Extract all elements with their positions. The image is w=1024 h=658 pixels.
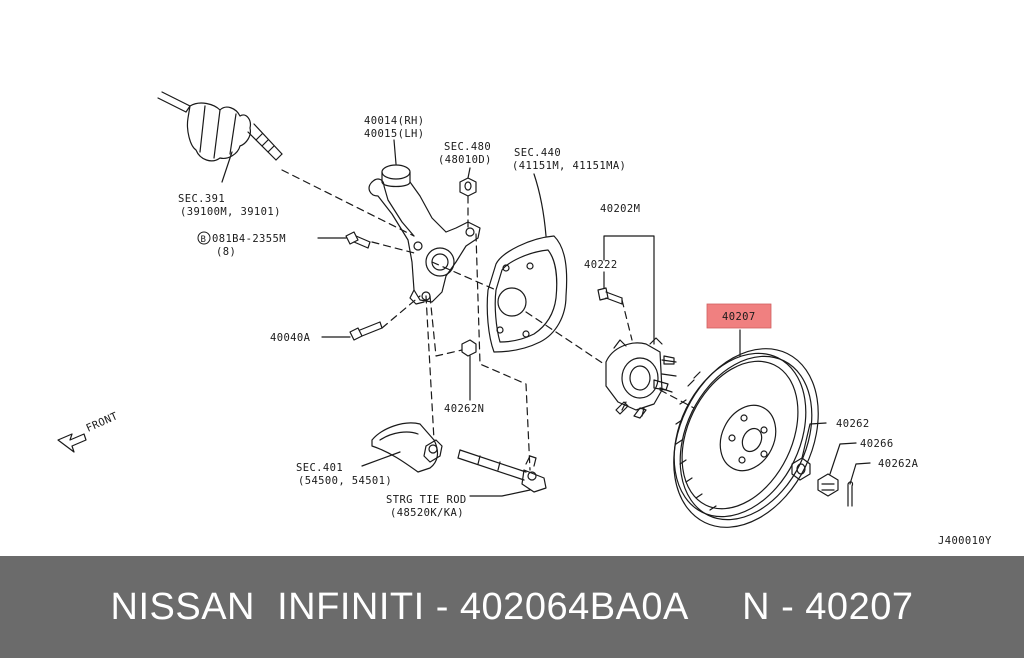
label-tierod-b: (48520K/KA) bbox=[390, 507, 464, 519]
diagram-ref-code: J400010Y bbox=[938, 535, 992, 547]
label-washer-40266: 40266 bbox=[860, 438, 894, 450]
lower-arm bbox=[371, 422, 443, 473]
knuckle-bolt-lower bbox=[349, 321, 383, 341]
bolt-symbol-icon: B bbox=[197, 231, 211, 245]
label-front: FRONT bbox=[84, 410, 120, 435]
label-sec440-b: (41151M, 41151MA) bbox=[512, 160, 626, 172]
front-arrow-icon bbox=[57, 433, 87, 453]
label-nut-40262: 40262 bbox=[836, 418, 870, 430]
label-bolt-symbol: B bbox=[201, 235, 207, 245]
label-knuckle-lh: 40015(LH) bbox=[364, 128, 425, 140]
label-hub-bolt: 40222 bbox=[584, 259, 618, 271]
label-nut-40262n: 40262N bbox=[444, 403, 484, 415]
exploded-view-drawing: SEC.391 (39100M, 39101) 40014(RH) 40015(… bbox=[57, 91, 992, 547]
label-sec391-a: SEC.391 bbox=[178, 193, 225, 205]
assembly-guide-lines bbox=[281, 169, 695, 471]
nut-washer bbox=[817, 473, 839, 497]
leader-lines bbox=[221, 139, 871, 497]
part-number-footer: NISSAN INFINITI - 402064BA0A N - 40207 bbox=[0, 556, 1024, 658]
label-sec440-a: SEC.440 bbox=[514, 147, 561, 159]
steering-knuckle bbox=[368, 164, 481, 305]
hub-bearing-assembly bbox=[605, 337, 677, 419]
label-hub-assy: 40202M bbox=[600, 203, 640, 215]
label-sec401-b: (54500, 54501) bbox=[298, 475, 392, 487]
steering-tie-rod bbox=[457, 449, 547, 493]
brake-rotor bbox=[673, 348, 819, 528]
label-sec401-a: SEC.401 bbox=[296, 462, 343, 474]
label-bolt-part: 081B4-2355M bbox=[212, 233, 286, 245]
label-sec480-a: SEC.480 bbox=[444, 141, 491, 153]
parts-diagram: SEC.391 (39100M, 39101) 40014(RH) 40015(… bbox=[57, 91, 992, 547]
lower-ball-joint-nut bbox=[461, 339, 477, 357]
cotter-pin bbox=[847, 481, 854, 507]
drive-shaft bbox=[157, 91, 283, 162]
label-sec391-b: (39100M, 39101) bbox=[180, 206, 281, 218]
label-rotor: 40207 bbox=[722, 311, 756, 323]
dust-shield bbox=[486, 235, 568, 353]
footer-part-text: NISSAN INFINITI - 402064BA0A N - 40207 bbox=[110, 585, 914, 628]
label-sec480-b: (48010D) bbox=[438, 154, 492, 166]
label-tierod-a: STRG TIE ROD bbox=[386, 494, 467, 506]
hub-bolt bbox=[597, 287, 623, 305]
tie-rod-nut bbox=[459, 177, 477, 197]
rotor-part-highlight bbox=[706, 303, 772, 329]
label-pin-40262a: 40262A bbox=[878, 458, 919, 470]
label-bolt-40040a: 40040A bbox=[270, 332, 311, 344]
label-bolt-qty: (8) bbox=[216, 246, 236, 258]
knuckle-bolt-upper bbox=[345, 231, 371, 249]
label-knuckle-rh: 40014(RH) bbox=[364, 115, 425, 127]
